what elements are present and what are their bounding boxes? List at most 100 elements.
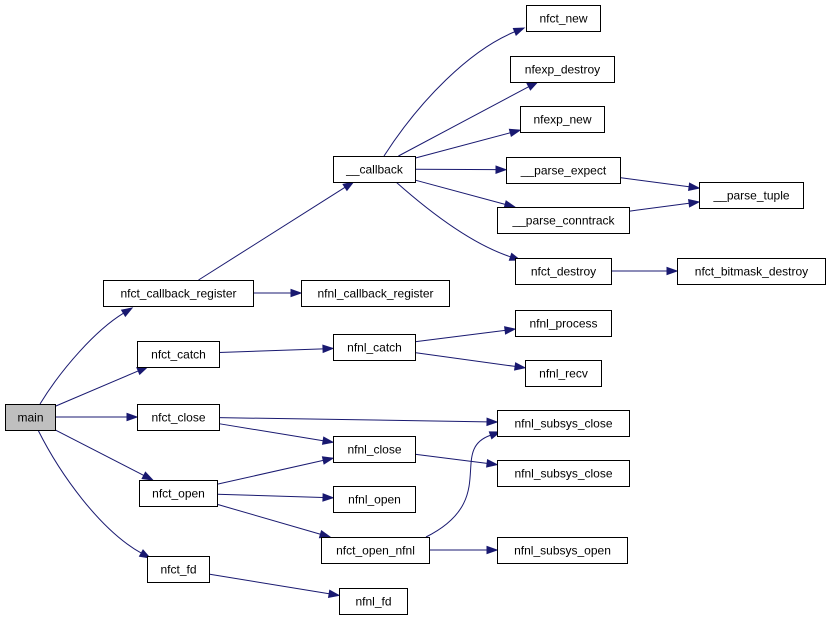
edge-line — [628, 202, 690, 212]
node-nfnl-close[interactable]: nfnl_close — [333, 436, 416, 463]
node-label: __parse_expect — [520, 164, 607, 178]
node-box — [103, 280, 254, 307]
edge-line — [218, 423, 324, 442]
node-parse-conntrack[interactable]: __parse_conntrack — [497, 207, 630, 234]
arrowhead — [321, 456, 335, 465]
node-label: nfct_destroy — [531, 265, 596, 279]
node-parse-tuple[interactable]: __parse_tuple — [699, 182, 804, 209]
arrowhead — [126, 412, 139, 422]
node-nfexp-new[interactable]: nfexp_new — [520, 106, 605, 133]
arrowhead — [514, 362, 527, 371]
arrowhead — [486, 545, 499, 555]
node-nfnl-subsys-close-1[interactable]: nfnl_subsys_close — [497, 410, 630, 437]
arrowhead — [503, 200, 517, 209]
node-label: __parse_conntrack — [511, 214, 615, 228]
edge-nfct-callback-register-to-callback — [198, 181, 355, 281]
arrowhead — [512, 27, 526, 36]
edge-nfct-close-to-nfnl-close — [218, 423, 335, 445]
node-nfct-fd[interactable]: nfct_fd — [147, 556, 210, 583]
node-box — [497, 410, 630, 437]
node-box — [510, 56, 615, 83]
node-nfnl-subsys-close-2[interactable]: nfnl_subsys_close — [497, 460, 630, 487]
edge-callback-to-parse-conntrack — [414, 179, 517, 209]
node-label: nfct_new — [539, 12, 587, 26]
edge-nfct-fd-to-nfnl-fd — [208, 573, 341, 598]
edge-nfnl-catch-to-nfnl-process — [414, 326, 517, 343]
arrowhead — [141, 471, 154, 481]
arrowhead — [508, 128, 522, 138]
edge-nfct-open-nfnl-to-nfnl-subsys-close-1 — [425, 431, 502, 538]
arrowhead — [688, 182, 701, 191]
edge-line — [37, 429, 142, 554]
node-box — [677, 258, 826, 285]
node-nfct-new[interactable]: nfct_new — [526, 5, 601, 32]
node-nfct-callback-register[interactable]: nfct_callback_register — [103, 280, 254, 307]
edge-nfnl-catch-to-nfnl-recv — [414, 352, 527, 371]
node-label: __callback — [345, 163, 404, 177]
node-label: nfexp_new — [533, 113, 591, 127]
edge-line — [414, 453, 488, 464]
node-box — [147, 556, 210, 583]
edge-nfct-callback-register-to-nfnl-callback-register — [252, 288, 303, 298]
edge-line — [216, 503, 321, 535]
node-box — [333, 486, 416, 513]
node-nfnl-recv[interactable]: nfnl_recv — [525, 360, 602, 387]
node-nfnl-callback-register[interactable]: nfnl_callback_register — [301, 280, 450, 307]
node-nfnl-fd[interactable]: nfnl_fd — [339, 588, 408, 615]
node-box — [137, 404, 220, 431]
node-nfct-bitmask-destroy[interactable]: nfct_bitmask_destroy — [677, 258, 826, 285]
node-nfnl-catch[interactable]: nfnl_catch — [333, 334, 416, 361]
node-label: nfct_open — [152, 487, 205, 501]
node-label: nfct_callback_register — [120, 287, 236, 301]
node-label: nfct_close — [151, 411, 205, 425]
node-label: nfnl_recv — [539, 367, 588, 381]
node-nfct-open[interactable]: nfct_open — [139, 480, 218, 507]
node-label: nfnl_subsys_open — [514, 544, 611, 558]
arrowhead — [666, 266, 679, 276]
node-nfnl-subsys-open[interactable]: nfnl_subsys_open — [497, 537, 628, 564]
node-box — [520, 106, 605, 133]
node-box — [137, 341, 220, 368]
node-label: nfnl_subsys_close — [514, 417, 612, 431]
edge-parse-expect-to-parse-tuple — [619, 177, 701, 191]
edge-line — [414, 329, 506, 343]
edge-callback-to-nfexp-destroy — [398, 81, 539, 157]
edge-line — [218, 348, 324, 354]
arrowhead — [322, 493, 335, 502]
edge-line — [383, 31, 515, 157]
edge-line — [216, 459, 324, 485]
edge-nfct-open-to-nfnl-open — [216, 493, 335, 502]
edge-main-to-nfct-close — [54, 412, 139, 422]
arrowhead — [322, 344, 335, 354]
arrowhead — [321, 436, 335, 445]
node-callback[interactable]: __callback — [333, 156, 416, 183]
edge-line — [218, 417, 488, 423]
node-parse-expect[interactable]: __parse_expect — [506, 157, 621, 184]
edge-line — [208, 573, 330, 595]
node-main[interactable]: main — [5, 404, 56, 431]
node-nfct-destroy[interactable]: nfct_destroy — [515, 258, 612, 285]
edge-callback-to-nfexp-new — [414, 128, 522, 159]
node-box — [333, 334, 416, 361]
node-label: nfexp_destroy — [525, 63, 600, 77]
node-nfct-close[interactable]: nfct_close — [137, 404, 220, 431]
node-box — [525, 360, 602, 387]
node-box — [515, 310, 612, 337]
node-label: __parse_tuple — [712, 189, 789, 203]
node-nfct-open-nfnl[interactable]: nfct_open_nfnl — [321, 537, 430, 564]
node-nfct-catch[interactable]: nfct_catch — [137, 341, 220, 368]
node-nfnl-open[interactable]: nfnl_open — [333, 486, 416, 513]
arrowhead — [504, 326, 517, 335]
arrowhead — [290, 288, 303, 298]
arrowhead — [327, 589, 341, 598]
node-label: nfnl_callback_register — [317, 287, 433, 301]
node-box — [497, 207, 630, 234]
edge-main-to-nfct-open — [54, 429, 154, 481]
node-label: nfnl_catch — [347, 341, 402, 355]
node-nfexp-destroy[interactable]: nfexp_destroy — [510, 56, 615, 83]
node-label: nfnl_subsys_close — [514, 467, 612, 481]
edge-main-to-nfct-catch — [54, 366, 149, 407]
node-nfnl-process[interactable]: nfnl_process — [515, 310, 612, 337]
node-label: main — [17, 411, 43, 425]
edge-line — [198, 186, 346, 281]
